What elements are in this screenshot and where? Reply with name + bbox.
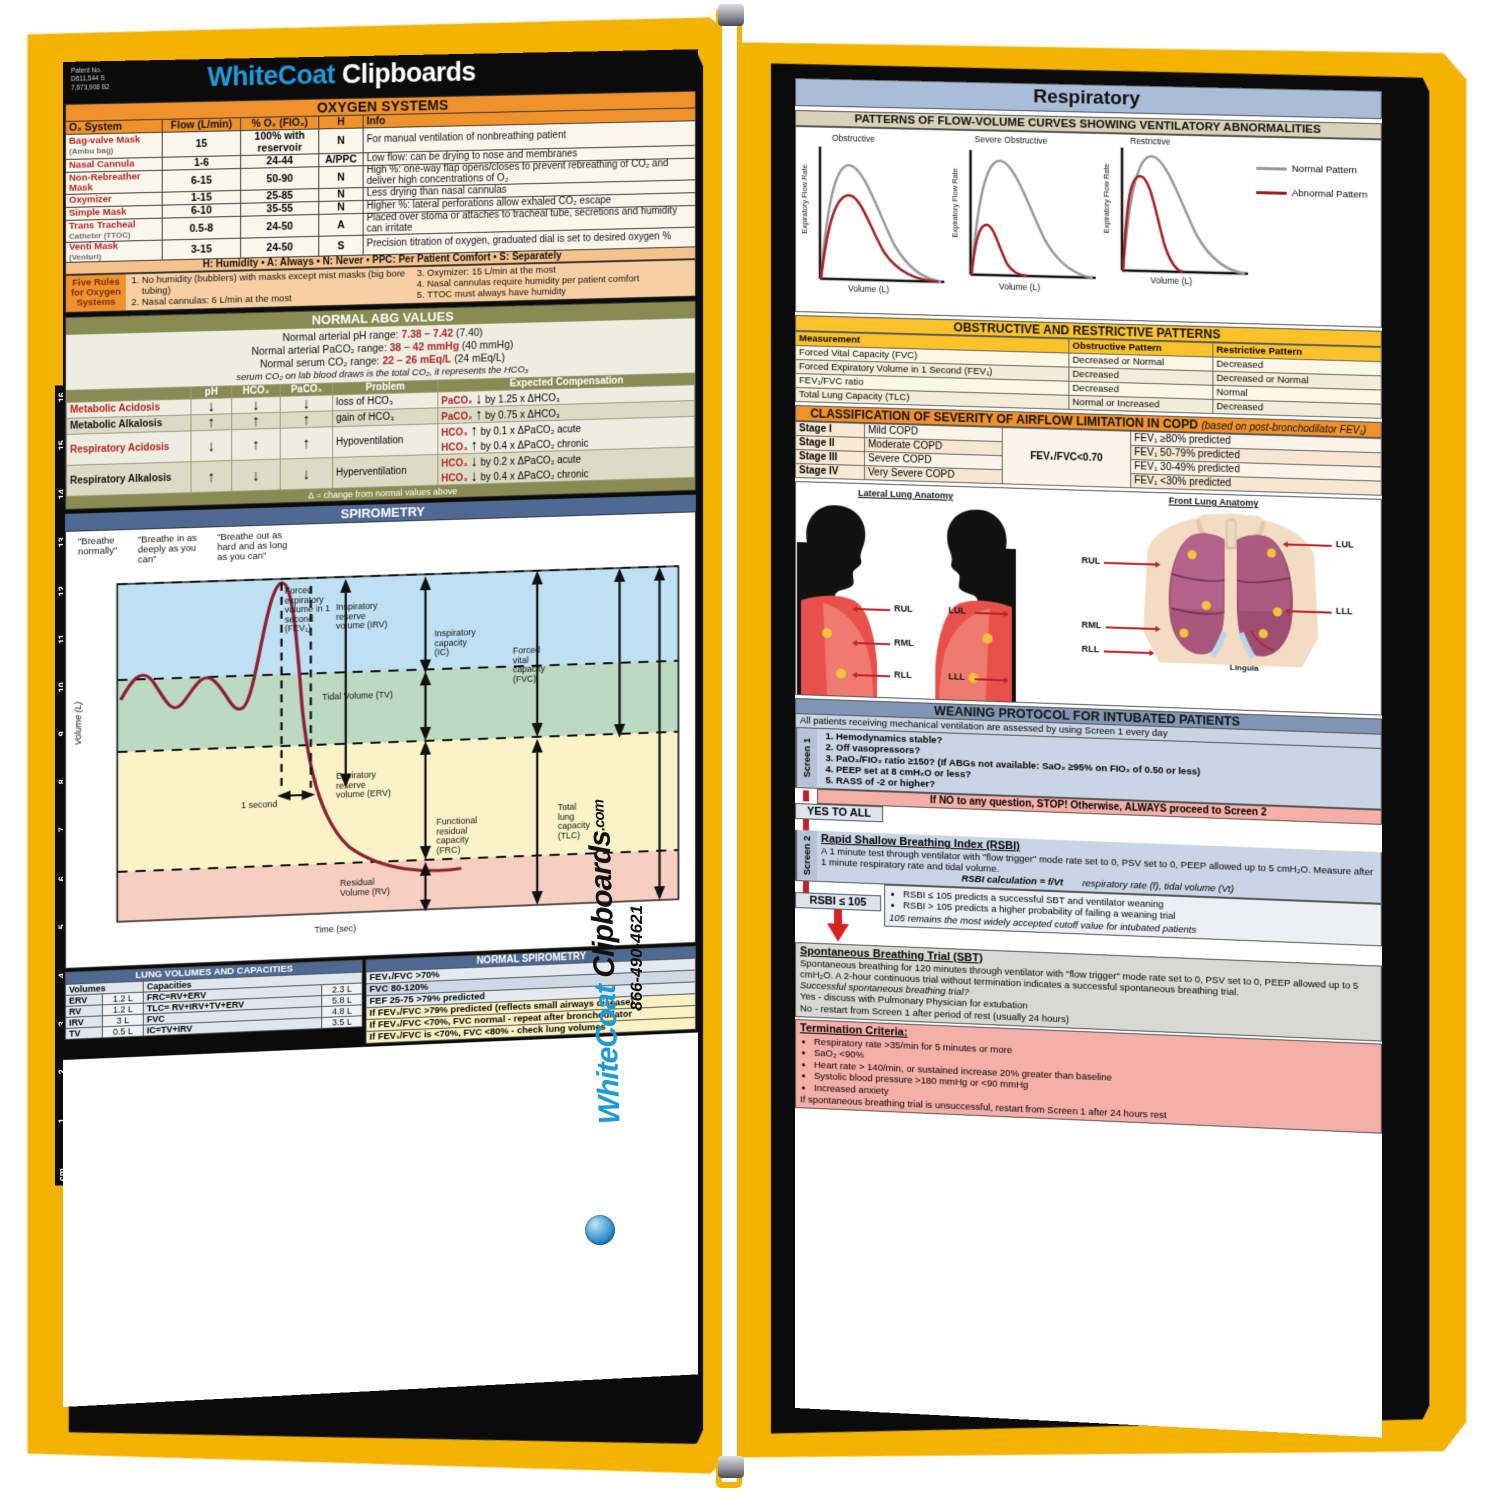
- lung-anatomy-section: Lateral Lung Anatomy Front Lung Anatomy: [795, 481, 1382, 716]
- arrow-icon: ↓: [252, 467, 259, 484]
- label-lll-lateral: LLL: [948, 671, 965, 682]
- arrow-icon: ↑: [475, 406, 482, 423]
- spirometry-cue-1: "Breathe normally": [78, 536, 130, 558]
- spirometry-cue-3: "Breathe out as hard and as long as you …: [217, 531, 294, 563]
- brand-wordmark: WhiteCoat Clipboards: [207, 57, 475, 93]
- arrow-icon: ↑: [303, 435, 310, 452]
- chart-obstructive: Obstructive Expiratory Flow Rate Volume …: [798, 130, 948, 312]
- label-rll-lateral: RLL: [894, 669, 912, 680]
- label-rul-front: RUL: [1082, 555, 1101, 566]
- flow-connector-1: [803, 790, 809, 801]
- flow-volume-charts: Obstructive Expiratory Flow Rate Volume …: [795, 126, 1382, 328]
- flow-connector-3: [803, 881, 809, 892]
- spine-highlight: [722, 14, 737, 1482]
- abg-table: pH HCO₃ PaCO₂ Problem Expected Compensat…: [66, 373, 695, 497]
- red-arrow-stem: [834, 909, 842, 923]
- spirometry-x-axis-label: Time (sec): [314, 924, 356, 935]
- legend-swatch-normal: [1256, 167, 1287, 171]
- spirometry-cue-2: "Breathe in as deeply as you can": [138, 534, 198, 566]
- spirometry-annotation-ic: Inspiratory capacity (IC): [434, 628, 481, 658]
- label-rll-front: RLL: [1082, 644, 1100, 655]
- abg-section-wrap: NORMAL ABG VALUES Normal arterial pH ran…: [63, 297, 698, 510]
- oxygen-systems-table: OXYGEN SYSTEMS O₂ System Flow (L/min) % …: [65, 91, 696, 276]
- label-rul-lateral: RUL: [894, 603, 913, 614]
- abg-card: NORMAL ABG VALUES Normal arterial pH ran…: [65, 301, 696, 510]
- lung-volumes-table: LUNG VOLUMES AND CAPACITIES Volumes Capa…: [65, 960, 363, 1040]
- legend-swatch-abnormal: [1256, 191, 1287, 195]
- left-reference-card: Patent No. D611,544 S 7,673,908 B2 White…: [63, 49, 698, 1407]
- hinge-bottom: [718, 1456, 744, 1478]
- five-rules-list-right: Oxymizer: 15 L/min at the most Nasal can…: [414, 263, 692, 302]
- patent-notice: Patent No. D611,544 S 7,673,908 B2: [71, 67, 110, 93]
- spirometry-annotation-irv: Inspiratory reserve volume (IRV): [336, 601, 393, 631]
- spirometry-annotation-erv: Expiratory reserve volume (ERV): [336, 770, 391, 800]
- right-reference-card: Respiratory PATTERNS OF FLOW-VOLUME CURV…: [795, 78, 1382, 1437]
- spirometry-annotation-fev1: Forced expiratory volume in 1 second (FE…: [285, 585, 336, 634]
- oxygen-section-wrap: OXYGEN SYSTEMS O₂ System Flow (L/min) % …: [63, 91, 698, 314]
- spirometry-annotation-1second: 1 second: [241, 800, 277, 811]
- side-phone-number: 866-490-4621: [627, 905, 647, 1011]
- five-rules-list-left: No humidity (bubblers) with masks except…: [129, 270, 411, 309]
- front-lung-illustration: [1143, 511, 1318, 668]
- label-lll-front: LLL: [1336, 606, 1353, 617]
- label-rml-front: RML: [1082, 620, 1102, 631]
- arrow-icon: ↑: [303, 411, 310, 428]
- screen-2-tab: Screen 2: [796, 830, 817, 881]
- arrow-icon: ↑: [208, 414, 215, 431]
- arrow-icon: ↑: [252, 436, 259, 453]
- globe-logo-icon: [585, 1215, 615, 1245]
- spirometry-y-axis-label: Volume (L): [74, 702, 83, 746]
- spirometry-annotation-fvc: Forced vital capacity (FVC): [513, 645, 554, 684]
- anatomy-illustration: [796, 482, 1381, 714]
- rsbi-badge: RSBI ≤ 105: [795, 892, 881, 911]
- red-arrow-icon: [827, 923, 849, 942]
- copd-ratio: FEV₁/FVC<0.70: [1002, 428, 1130, 488]
- arrow-icon: ↓: [252, 397, 259, 414]
- arrow-icon: ↓: [303, 465, 310, 482]
- arrow-icon: ↑: [470, 437, 477, 454]
- flow-connector-2: [803, 819, 809, 830]
- arrow-icon: ↑: [208, 468, 215, 485]
- chart-restrictive: Restrictive Expiratory Flow Rate Volume …: [1100, 137, 1252, 320]
- label-rml-lateral: RML: [894, 637, 914, 648]
- arrow-icon: ↓: [208, 398, 215, 415]
- screen-1-tab: Screen 1: [796, 728, 817, 788]
- label-lul-lateral: LUL: [948, 605, 966, 616]
- spirometry-annotation-frc: Functional residual capacity (FRC): [436, 816, 483, 855]
- arrow-icon: ↓: [470, 468, 477, 485]
- arrow-icon: ↑: [252, 413, 259, 430]
- spirometry-annotation-rv: Residual Volume (RV): [340, 877, 391, 898]
- label-lul-front: LUL: [1336, 539, 1354, 550]
- five-rules-title: Five Rules for Oxygen Systems: [66, 275, 126, 312]
- chart-severe-obstructive: Severe Obstructive Expiratory Flow Rate …: [948, 134, 1099, 317]
- flow-volume-legend: Normal Pattern Abnormal Pattern: [1252, 140, 1379, 323]
- arrow-icon: ↓: [303, 395, 310, 412]
- arrow-icon: ↓: [475, 390, 482, 407]
- label-lingula: Lingula: [1230, 663, 1259, 673]
- hinge-top: [718, 4, 744, 26]
- arrow-icon: ↓: [208, 437, 215, 454]
- lateral-silhouette-right-side: [797, 504, 877, 697]
